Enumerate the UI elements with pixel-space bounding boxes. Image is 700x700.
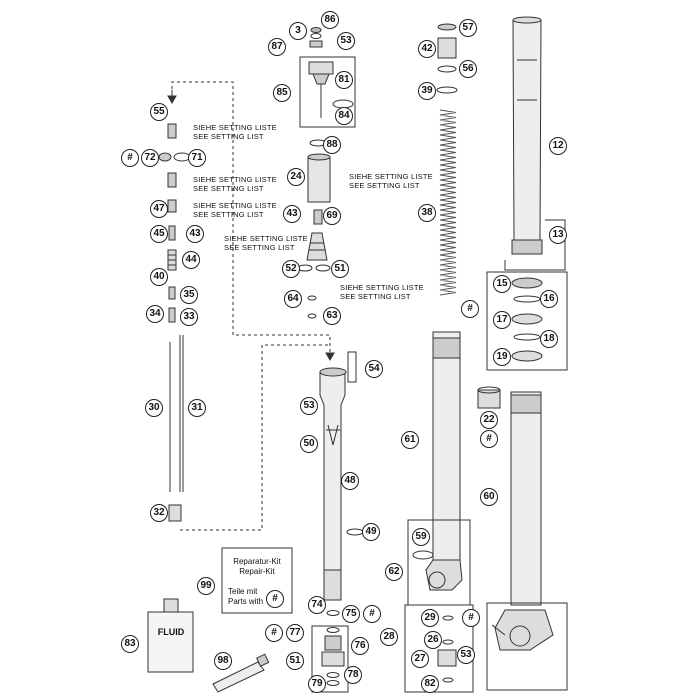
callout-45: 45 <box>150 225 168 243</box>
callout-51-bottom: 51 <box>286 652 304 670</box>
callout-24: 24 <box>287 168 305 186</box>
callout-48: 48 <box>341 472 359 490</box>
callout-31: 31 <box>188 399 206 417</box>
callout-51-mid: 51 <box>331 260 349 278</box>
callout-57: 57 <box>459 19 477 37</box>
callout-12: 12 <box>549 137 567 155</box>
callout-hash-5: # <box>363 605 381 623</box>
callout-28: 28 <box>380 628 398 646</box>
callout-88: 88 <box>323 136 341 154</box>
callout-hash-1: # <box>121 149 139 167</box>
callout-61: 61 <box>401 431 419 449</box>
callout-82: 82 <box>421 675 439 693</box>
callout-34: 34 <box>146 305 164 323</box>
callout-44: 44 <box>182 251 200 269</box>
callout-hash-4: # <box>266 590 284 608</box>
callout-53-mid: 53 <box>300 397 318 415</box>
callout-hash-7: # <box>462 609 480 627</box>
callout-40: 40 <box>150 268 168 286</box>
assembly-line-bottom <box>180 344 330 531</box>
callout-22: 22 <box>480 411 498 429</box>
callout-27: 27 <box>411 650 429 668</box>
callout-49: 49 <box>362 523 380 541</box>
callout-76: 76 <box>351 637 369 655</box>
callout-38: 38 <box>418 204 436 222</box>
callout-75: 75 <box>342 605 360 623</box>
fluid-label: FLUID <box>157 627 185 637</box>
callout-53-bottom: 53 <box>457 646 475 664</box>
callout-72: 72 <box>141 149 159 167</box>
callout-56: 56 <box>459 60 477 78</box>
fork-spring <box>439 109 457 296</box>
callout-63: 63 <box>323 307 341 325</box>
callout-79: 79 <box>308 675 326 693</box>
callout-30: 30 <box>145 399 163 417</box>
callout-64: 64 <box>284 290 302 308</box>
callout-74: 74 <box>308 596 326 614</box>
repair-kit-parts-label: Teile mit Parts with <box>228 587 264 606</box>
callout-83: 83 <box>121 635 139 653</box>
callout-55: 55 <box>150 103 168 121</box>
callout-71: 71 <box>188 149 206 167</box>
callout-43-left: 43 <box>186 225 204 243</box>
callout-85: 85 <box>273 84 291 102</box>
assembly-line-left <box>171 81 331 352</box>
callout-17: 17 <box>493 311 511 329</box>
callout-19: 19 <box>493 348 511 366</box>
callout-62: 62 <box>385 563 403 581</box>
callout-60: 60 <box>480 488 498 506</box>
callout-47: 47 <box>150 200 168 218</box>
callout-13: 13 <box>549 226 567 244</box>
callout-81: 81 <box>335 71 353 89</box>
callout-86: 86 <box>321 11 339 29</box>
callout-54: 54 <box>365 360 383 378</box>
callout-59: 59 <box>412 528 430 546</box>
callout-18: 18 <box>540 330 558 348</box>
callout-42: 42 <box>418 40 436 58</box>
callout-53-top: 53 <box>337 32 355 50</box>
callout-32: 32 <box>150 504 168 522</box>
callout-hash-2: # <box>461 300 479 318</box>
callout-78: 78 <box>344 666 362 684</box>
callout-26: 26 <box>424 631 442 649</box>
callout-35: 35 <box>180 286 198 304</box>
callout-87: 87 <box>268 38 286 56</box>
repair-kit-label: Reparatur-Kit Repair-Kit <box>233 557 281 576</box>
callout-43-mid: 43 <box>283 205 301 223</box>
callout-hash-3: # <box>480 430 498 448</box>
callout-77: 77 <box>286 624 304 642</box>
callout-3: 3 <box>289 22 307 40</box>
callout-15: 15 <box>493 275 511 293</box>
callout-39: 39 <box>418 82 436 100</box>
callout-98: 98 <box>214 652 232 670</box>
callout-16: 16 <box>540 290 558 308</box>
callout-33: 33 <box>180 308 198 326</box>
callout-50: 50 <box>300 435 318 453</box>
callout-hash-6: # <box>265 624 283 642</box>
callout-52: 52 <box>282 260 300 278</box>
callout-99: 99 <box>197 577 215 595</box>
callout-69: 69 <box>323 207 341 225</box>
callout-84: 84 <box>335 107 353 125</box>
callout-29: 29 <box>421 609 439 627</box>
